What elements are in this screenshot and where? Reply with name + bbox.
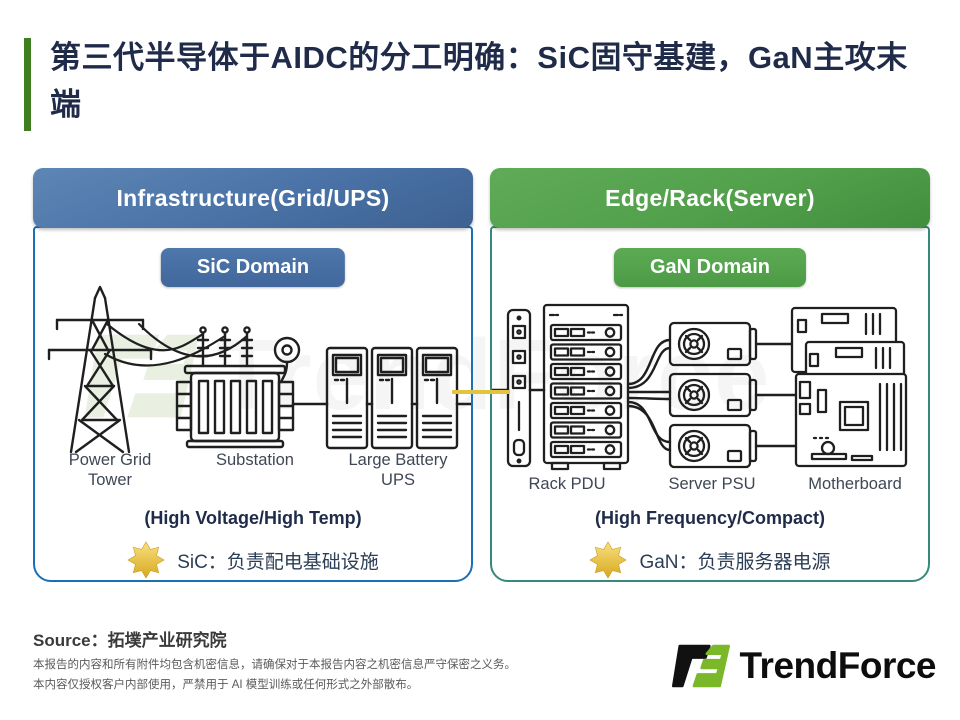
sic-highlight-text: SiC：负责配电基础设施 xyxy=(177,551,379,573)
edge-rack-panel: Edge/Rack(Server) GaN Domain xyxy=(490,168,930,582)
gan-highlight-text: GaN：负责服务器电源 xyxy=(639,551,831,573)
caption-power-grid-tower: Power Grid Tower xyxy=(68,451,152,490)
caption-battery-ups: Large Battery UPS xyxy=(348,451,448,490)
disclaimer-line-1: 本报告的内容和所有附件均包含机密信息，请确保对于本报告内容之机密信息严守保密之义… xyxy=(33,659,516,671)
gan-highlight-row: GaN：负责服务器电源 xyxy=(492,540,928,580)
trendforce-logo-text: TrendForce xyxy=(739,645,937,686)
disclaimer: 本报告的内容和所有附件均包含机密信息，请确保对于本报告内容之机密信息严守保密之义… xyxy=(33,656,516,695)
caption-rack-pdu: Rack PDU xyxy=(528,475,606,493)
edge-rack-icons xyxy=(492,298,928,474)
disclaimer-line-2: 本内容仅授权客户内部使用，严禁用于 AI 模型训练或任何形式之外部散布。 xyxy=(33,678,419,691)
panel-connector-line xyxy=(452,390,510,394)
sic-highlight-row: SiC：负责配电基础设施 xyxy=(35,540,471,580)
page-title: 第三代半导体于AIDC的分工明确：SiC固守基建，GaN主攻末端 xyxy=(50,40,908,123)
rack-psu-cables xyxy=(628,340,670,450)
title-accent-bar xyxy=(24,38,31,131)
infrastructure-icons xyxy=(35,284,471,456)
edge-rack-panel-body: GaN Domain xyxy=(490,226,930,582)
gan-domain-badge: GaN Domain xyxy=(613,248,807,287)
motherboard-icon xyxy=(792,308,906,466)
caption-substation: Substation xyxy=(216,451,294,469)
edge-rack-subtitle: (High Frequency/Compact) xyxy=(594,508,826,528)
infrastructure-captions: Power Grid Tower Substation Large Batter… xyxy=(35,450,471,490)
infrastructure-panel-header: Infrastructure(Grid/UPS) xyxy=(33,168,473,228)
server-rack-icon xyxy=(544,305,628,469)
edge-rack-captions: Rack PDU Server PSU Motherboard xyxy=(492,474,928,494)
trendforce-logo-mark-icon xyxy=(671,644,730,688)
trendforce-logo: TrendForce xyxy=(671,642,937,690)
substation-icon xyxy=(177,327,299,447)
caption-motherboard: Motherboard xyxy=(808,475,902,493)
star-icon xyxy=(127,541,165,579)
infrastructure-panel-body: SiC Domain xyxy=(33,226,473,582)
infrastructure-panel: Infrastructure(Grid/UPS) SiC Domain xyxy=(33,168,473,582)
infrastructure-subtitle: (High Voltage/High Temp) xyxy=(144,508,362,528)
battery-ups-icon xyxy=(327,348,471,448)
star-icon xyxy=(589,541,628,579)
server-psu-icon xyxy=(670,323,756,467)
caption-server-psu: Server PSU xyxy=(668,475,756,493)
source-line: Source：拓墣产业研究院 xyxy=(33,631,227,650)
rack-pdu-icon xyxy=(508,310,530,466)
power-grid-tower-icon xyxy=(49,287,151,452)
sic-domain-badge: SiC Domain xyxy=(160,248,346,287)
edge-rack-panel-header: Edge/Rack(Server) xyxy=(490,168,930,228)
